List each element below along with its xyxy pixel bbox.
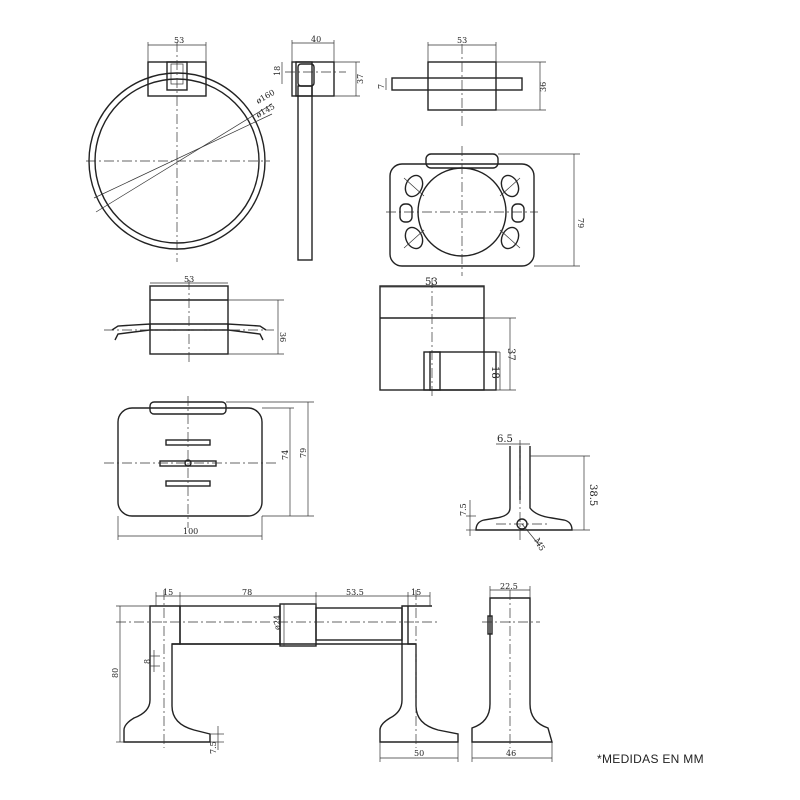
dim-bracket-height: 38.5 <box>587 484 598 506</box>
mount-block-section-view: 53 37 18 <box>379 277 516 398</box>
dim-ring-outer-diameter: ø160 <box>255 88 277 106</box>
paper-holder-side-view: 22.5 46 <box>471 582 553 762</box>
units-note: *MEDIDAS EN MM <box>597 752 704 766</box>
dim-soap-front-h1: 74 <box>281 450 290 460</box>
dim-cup-top-width: 53 <box>457 36 467 45</box>
dim-cup-top-h1: 7 <box>377 84 386 89</box>
dim-block-h1: 37 <box>505 348 516 361</box>
cup-holder-top-view: 53 7 36 <box>377 36 548 126</box>
bracket-detail-view: 6.5 38.5 7.5 M5 <box>459 434 598 553</box>
dim-paper-15a: 15 <box>163 588 173 597</box>
dim-paper-8: 8 <box>143 659 152 664</box>
dim-paper-50: 50 <box>414 749 424 758</box>
towel-ring-side-view: 40 18 37 <box>273 35 365 261</box>
dim-block-h2: 18 <box>489 366 500 379</box>
dim-ring-side-h2: 37 <box>356 74 365 84</box>
dim-bracket-thickness: 6.5 <box>497 434 513 445</box>
dim-soap-top-width: 53 <box>184 275 194 284</box>
cup-holder-front-view: 79 <box>386 146 585 276</box>
dim-paper-diameter: ø24 <box>273 615 282 630</box>
dim-soap-top-h: 36 <box>278 332 287 342</box>
dim-ring-width: 53 <box>174 36 184 45</box>
dim-ring-side-h1: 18 <box>273 66 282 76</box>
soap-dish-front-view: 74 79 100 <box>104 396 314 540</box>
dim-paper-535: 53.5 <box>346 588 364 597</box>
soap-dish-top-view: 53 36 <box>104 275 287 362</box>
dim-soap-front-w: 100 <box>183 527 198 536</box>
paper-holder-front-view: 15 78 53.5 15 ø24 8 80 7.5 50 <box>111 588 459 762</box>
dim-paper-78: 78 <box>242 588 252 597</box>
dim-cup-front-h: 79 <box>576 218 585 228</box>
dim-ring-side-width: 40 <box>311 35 321 44</box>
dim-paper-15b: 15 <box>411 588 421 597</box>
dim-paper-80: 80 <box>111 668 120 678</box>
dim-paper-75: 7.5 <box>209 741 218 754</box>
dim-block-width: 53 <box>425 277 438 288</box>
dim-cup-top-h2: 36 <box>539 82 548 92</box>
towel-ring-front-view: 53 ø160 ø145 <box>86 36 276 262</box>
dim-bracket-screw: M5 <box>532 537 546 553</box>
dim-side-225: 22.5 <box>500 582 518 591</box>
dim-bracket-base: 7.5 <box>459 503 468 516</box>
dim-side-46: 46 <box>506 749 516 758</box>
dim-soap-front-h2: 79 <box>299 448 308 458</box>
